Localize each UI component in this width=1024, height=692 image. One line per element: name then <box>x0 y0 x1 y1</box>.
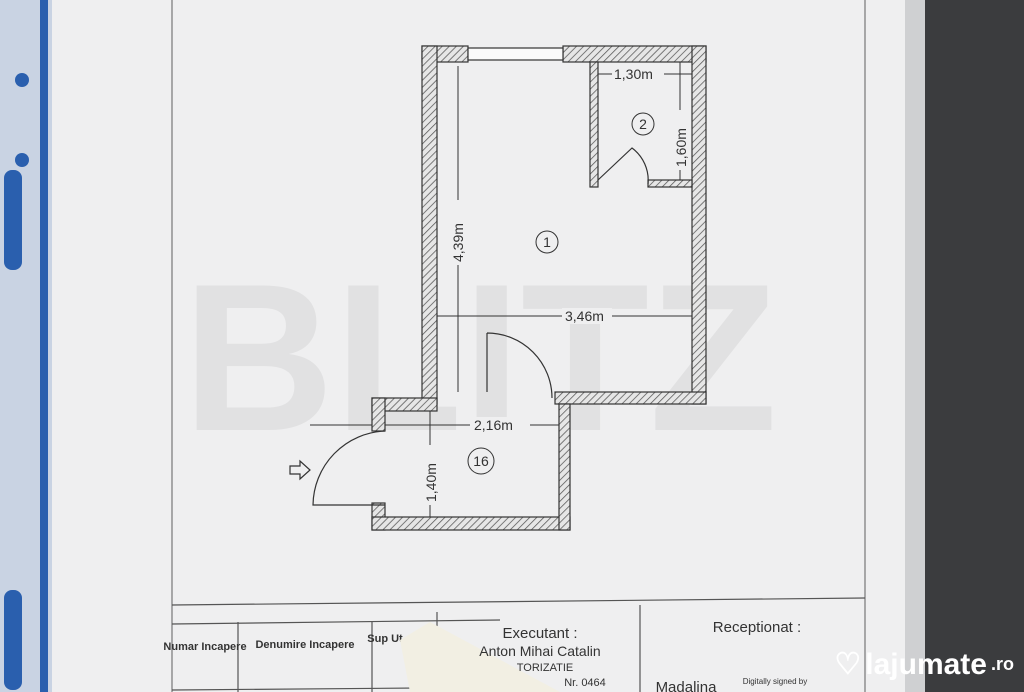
logo-name: lajumate <box>865 647 987 681</box>
col-name-header: Denumire Incapere <box>255 639 354 651</box>
room-1-label: 1 <box>543 234 551 250</box>
dim-room2-height: 1,60m <box>673 128 689 167</box>
paper <box>52 0 920 692</box>
heart-logo-icon: ♡ <box>834 648 862 681</box>
room-16-label: 16 <box>473 453 489 469</box>
room-2-label: 2 <box>639 116 647 132</box>
authorization-number: Nr. 0464 <box>564 677 606 689</box>
signature-note: Digitally signed by <box>743 677 807 686</box>
received-label: Receptionat : <box>713 619 801 636</box>
col-number-header: Numar Incapere <box>163 641 246 653</box>
walls <box>371 45 707 531</box>
dim-room1-height: 4,39m <box>450 223 466 262</box>
executant-label: Executant : <box>502 625 577 642</box>
paper-sticker <box>400 622 560 692</box>
signer-name: Madalina <box>656 679 718 692</box>
lajumate-logo: ♡lajumate.ro <box>834 647 1014 682</box>
logo-tld: .ro <box>990 654 1014 674</box>
dim-room16-width: 2,16m <box>474 417 513 433</box>
doors <box>289 147 649 506</box>
dim-room1-width: 3,46m <box>565 308 604 324</box>
watermark: BLITZ <box>183 240 778 475</box>
dim-room16-height: 1,40m <box>423 463 439 502</box>
executant-name: Anton Mihai Catalin <box>479 643 600 659</box>
authorization: TORIZATIE <box>517 662 573 674</box>
dim-room2-width: 1,30m <box>614 66 653 82</box>
col-area-header: Sup Ut <box>367 633 403 645</box>
